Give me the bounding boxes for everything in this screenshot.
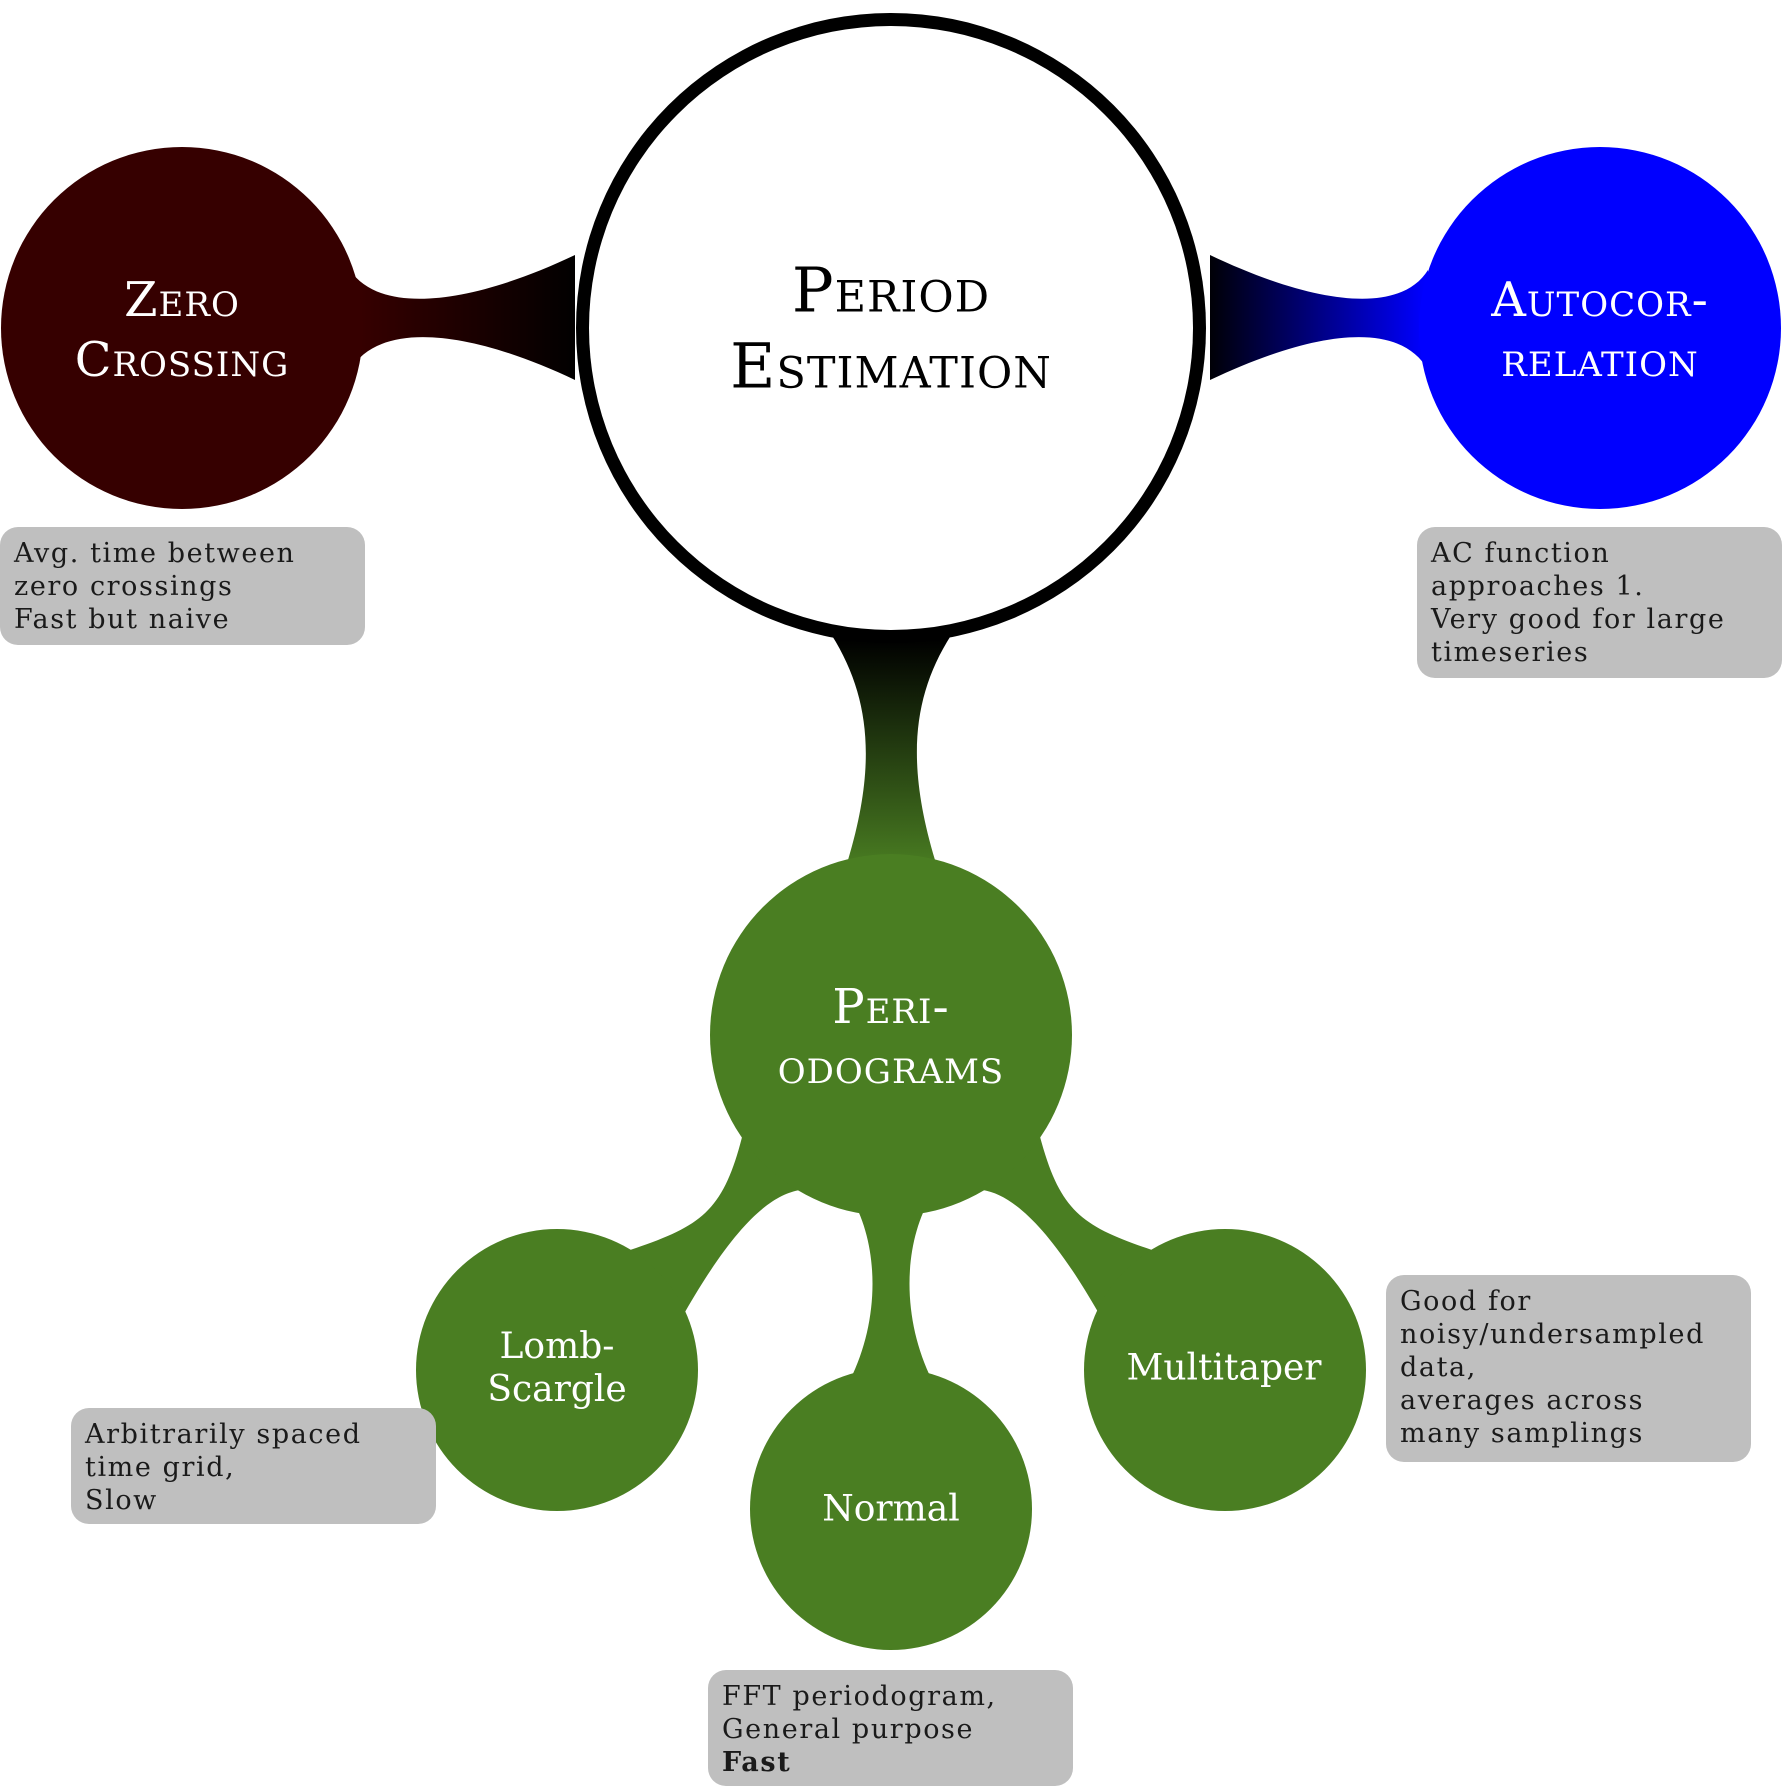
- central-node-label: Period Estimation: [730, 252, 1052, 403]
- note-line: approaches 1.: [1431, 571, 1645, 602]
- lomb-scargle-label: Lomb- Scargle: [487, 1325, 626, 1411]
- note-line: Good for: [1400, 1286, 1532, 1317]
- zero-crossing-label-line1: Zero: [124, 272, 240, 328]
- lomb-scargle-label-line2: Scargle: [487, 1369, 627, 1410]
- note-line: averages across: [1400, 1385, 1645, 1416]
- zero-crossing-node: [1, 147, 363, 509]
- central-label-line2: Estimation: [730, 329, 1052, 402]
- note-line: AC function: [1431, 538, 1611, 569]
- note-line: Slow: [85, 1485, 158, 1516]
- central-node-fill: [589, 26, 1193, 630]
- connector-zero-crossing: [350, 255, 575, 380]
- zero-crossing-label: Zero Crossing: [75, 270, 290, 390]
- central-label-line1: Period: [791, 253, 991, 327]
- connector-multitaper: [983, 1125, 1152, 1312]
- connector-normal: [850, 1195, 932, 1380]
- note-line: FFT periodogram,: [722, 1681, 997, 1712]
- lomb-scargle-node: [416, 1229, 698, 1511]
- periodograms-label-line2: odograms: [777, 1039, 1005, 1095]
- multitaper-label: Multitaper: [1126, 1347, 1322, 1389]
- connector-lomb-scargle: [630, 1125, 800, 1312]
- connector-periodograms: [825, 625, 958, 860]
- note-line: General purpose: [722, 1714, 975, 1745]
- periodograms-label-line1: Peri-: [832, 979, 950, 1035]
- autocorrelation-node: [1419, 147, 1781, 509]
- note-line: data,: [1400, 1352, 1477, 1383]
- note-line: noisy/undersampled: [1400, 1319, 1705, 1350]
- note-line: zero crossings: [14, 571, 234, 602]
- normal-note: FFT periodogram, General purpose Fast: [708, 1670, 1073, 1786]
- multitaper-note: Good for noisy/undersampled data, averag…: [1386, 1275, 1751, 1462]
- lomb-scargle-note: Arbitrarily spaced time grid, Slow: [71, 1408, 436, 1524]
- note-line: time grid,: [85, 1452, 236, 1483]
- periodograms-node: [710, 854, 1072, 1216]
- periodograms-label: Peri- odograms: [778, 977, 1004, 1097]
- connector-autocorrelation: [1210, 255, 1428, 380]
- normal-label: Normal: [822, 1488, 960, 1530]
- note-line: Very good for large: [1431, 604, 1726, 635]
- note-line: many samplings: [1400, 1418, 1644, 1449]
- note-line-bold: Fast: [722, 1747, 792, 1778]
- note-line: Arbitrarily spaced: [85, 1419, 362, 1450]
- normal-node: [750, 1368, 1032, 1650]
- lomb-scargle-label-line1: Lomb-: [499, 1325, 615, 1367]
- multitaper-node: [1084, 1229, 1366, 1511]
- autocorrelation-label-line1: Autocor-: [1491, 272, 1709, 328]
- zero-crossing-note: Avg. time between zero crossings Fast bu…: [0, 527, 365, 645]
- note-line: Fast but naive: [14, 604, 231, 635]
- autocorrelation-label-line2: relation: [1501, 332, 1699, 388]
- zero-crossing-label-line2: Crossing: [74, 332, 290, 388]
- autocorrelation-label: Autocor- relation: [1491, 270, 1709, 390]
- note-line: Avg. time between: [14, 538, 296, 569]
- note-line: timeseries: [1431, 637, 1590, 668]
- autocorrelation-note: AC function approaches 1. Very good for …: [1417, 527, 1782, 678]
